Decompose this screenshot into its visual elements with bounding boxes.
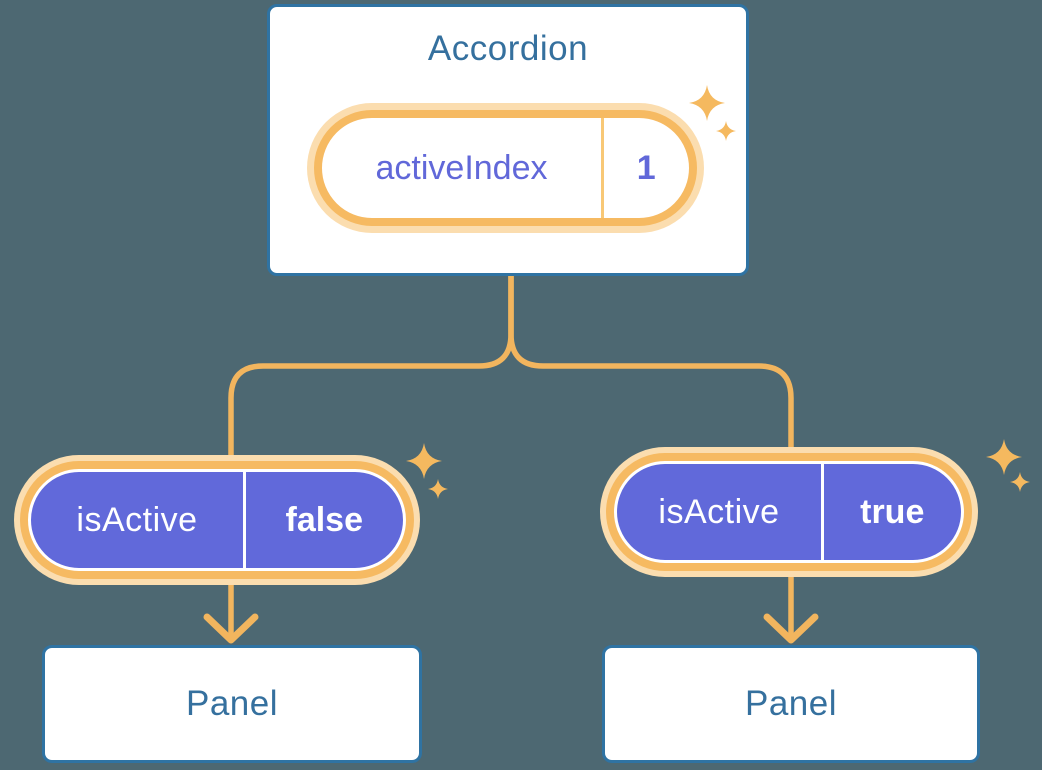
state-name: activeIndex xyxy=(375,148,548,187)
connector-left-branch xyxy=(228,274,514,638)
prop-value: true xyxy=(860,492,925,531)
arrow-down-left-icon xyxy=(203,613,259,644)
accordion-title: Accordion xyxy=(427,29,589,68)
panel-label: Panel xyxy=(185,684,279,723)
accordion-component-card: Accordion activeIndex 1 xyxy=(267,4,749,276)
sparkle-icon xyxy=(1010,472,1030,492)
prop-pill-isactive-true: isActive true xyxy=(614,461,964,563)
panel-component-card-left: Panel xyxy=(42,645,422,763)
state-pill-divider xyxy=(601,118,604,218)
prop-pill-divider xyxy=(243,472,246,568)
state-value: 1 xyxy=(636,148,656,187)
panel-component-card-right: Panel xyxy=(602,645,980,763)
sparkle-icon xyxy=(716,121,736,141)
sparkle-icon xyxy=(428,479,448,499)
prop-name: isActive xyxy=(76,500,198,539)
prop-name: isActive xyxy=(658,492,780,531)
connector-right-branch xyxy=(508,274,794,638)
prop-pill-divider xyxy=(821,464,824,560)
prop-value: false xyxy=(285,500,364,539)
prop-pill-isactive-false: isActive false xyxy=(28,469,406,571)
arrow-down-right-icon xyxy=(763,613,819,644)
sparkle-icon xyxy=(986,439,1022,475)
state-pill: activeIndex 1 xyxy=(314,110,697,226)
sparkle-icon xyxy=(406,443,442,479)
sparkle-icon xyxy=(689,85,725,121)
panel-label: Panel xyxy=(744,684,838,723)
